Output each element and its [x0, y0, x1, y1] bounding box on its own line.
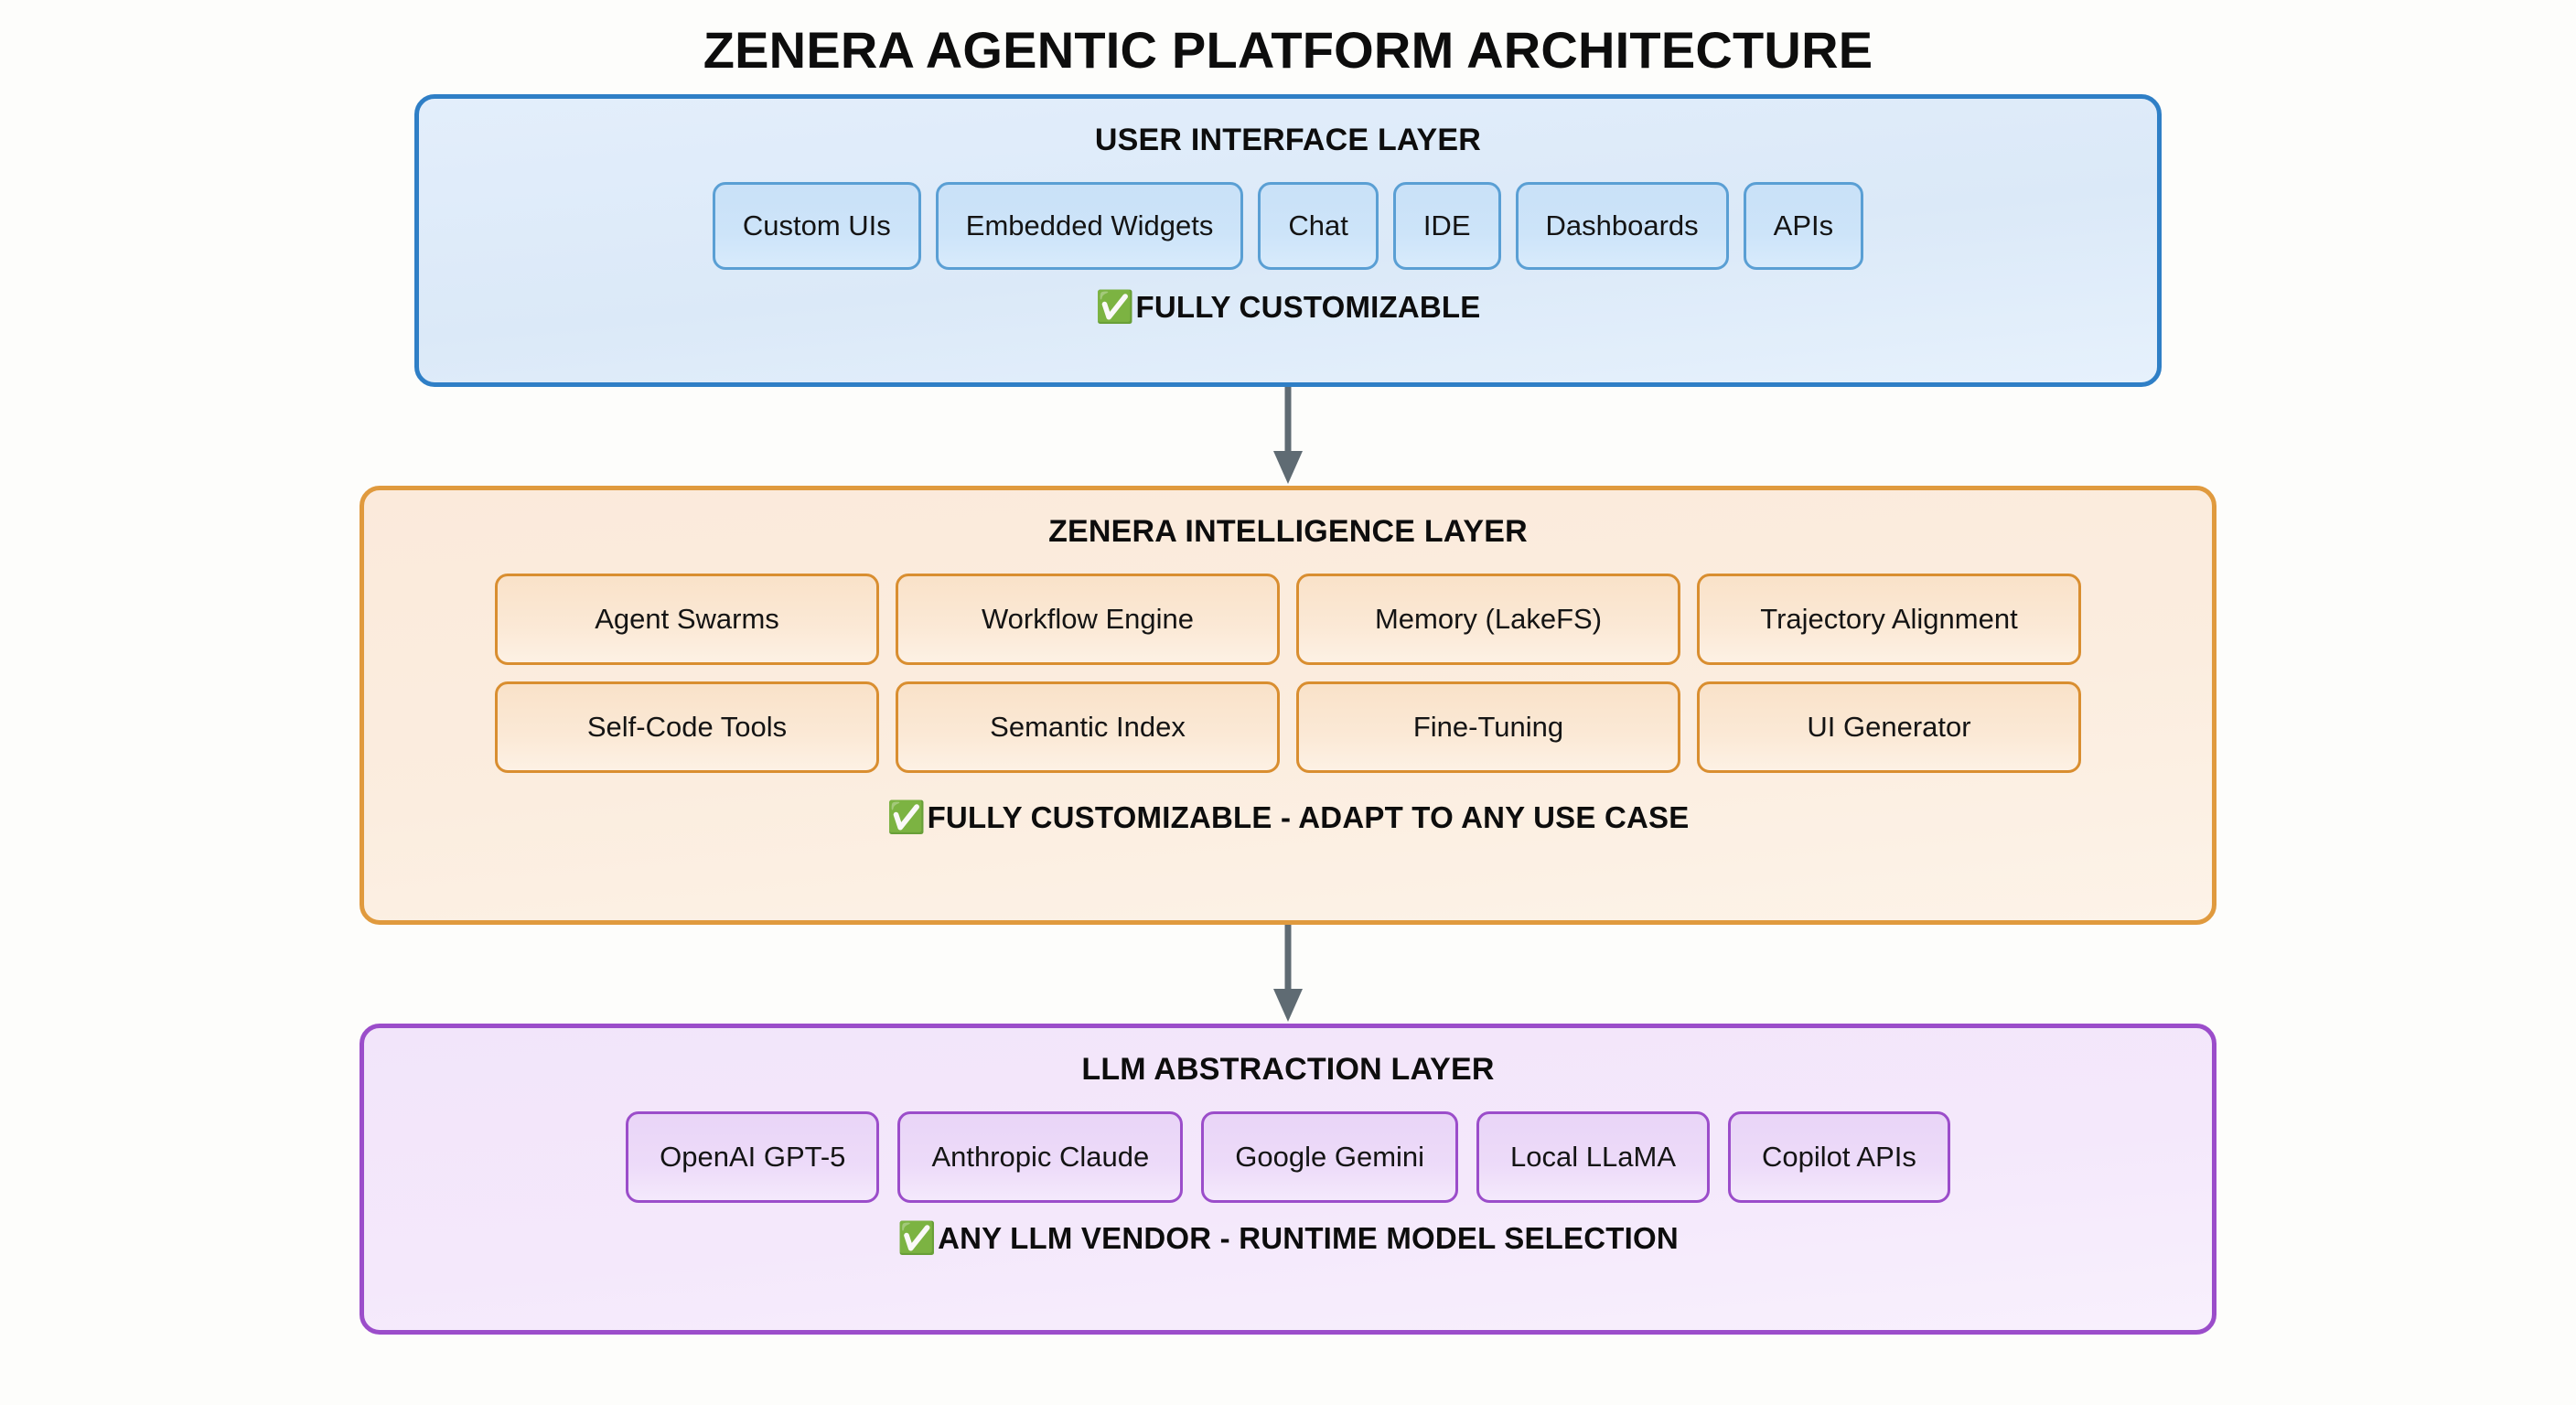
chip-apis[interactable]: APIs — [1743, 181, 1864, 270]
chip-ui-generator[interactable]: UI Generator — [1697, 681, 2081, 773]
chip-row-user-interface: Custom UIs Embedded Widgets Chat IDE Das… — [712, 181, 1864, 270]
chip-copilot-apis[interactable]: Copilot APIs — [1728, 1110, 1950, 1203]
layer-title-zenera-intelligence: ZENERA INTELLIGENCE LAYER — [1048, 513, 1528, 549]
layer-zenera-intelligence: ZENERA INTELLIGENCE LAYER Agent Swarms W… — [360, 485, 2216, 925]
chip-trajectory-alignment[interactable]: Trajectory Alignment — [1697, 573, 2081, 665]
chip-anthropic-claude[interactable]: Anthropic Claude — [897, 1110, 1184, 1203]
check-mark-icon: ✅ — [886, 799, 927, 835]
check-mark-icon: ✅ — [897, 1220, 937, 1256]
chip-fine-tuning[interactable]: Fine-Tuning — [1296, 681, 1680, 773]
chip-custom-uis[interactable]: Custom UIs — [712, 181, 921, 270]
badge-user-interface: ✅ FULLY CUSTOMIZABLE — [1095, 290, 1480, 325]
connector-ui-to-intelligence — [1270, 386, 1306, 486]
chip-agent-swarms[interactable]: Agent Swarms — [495, 573, 879, 665]
chip-local-llama[interactable]: Local LLaMA — [1476, 1110, 1710, 1203]
chip-workflow-engine[interactable]: Workflow Engine — [896, 573, 1280, 665]
chip-embedded-widgets[interactable]: Embedded Widgets — [935, 181, 1244, 270]
chip-memory-lakefs[interactable]: Memory (LakeFS) — [1296, 573, 1680, 665]
check-mark-icon: ✅ — [1095, 289, 1135, 325]
chip-row-llm: OpenAI GPT-5 Anthropic Claude Google Gem… — [626, 1110, 1950, 1203]
badge-label-zenera-intelligence: FULLY CUSTOMIZABLE - ADAPT TO ANY USE CA… — [927, 799, 1690, 834]
chip-openai-gpt-5[interactable]: OpenAI GPT-5 — [626, 1110, 880, 1203]
chip-self-code-tools[interactable]: Self-Code Tools — [495, 681, 879, 773]
layer-title-llm-abstraction: LLM ABSTRACTION LAYER — [1081, 1051, 1495, 1087]
chip-ide[interactable]: IDE — [1392, 181, 1501, 270]
connector-intelligence-to-llm — [1270, 924, 1306, 1024]
badge-label-user-interface: FULLY CUSTOMIZABLE — [1135, 289, 1481, 324]
chip-row-intelligence-1: Agent Swarms Workflow Engine Memory (Lak… — [495, 573, 2081, 665]
page-title: ZENERA AGENTIC PLATFORM ARCHITECTURE — [703, 21, 1873, 79]
chip-row-intelligence-2: Self-Code Tools Semantic Index Fine-Tuni… — [495, 681, 2081, 773]
chip-google-gemini[interactable]: Google Gemini — [1201, 1110, 1459, 1203]
badge-zenera-intelligence: ✅ FULLY CUSTOMIZABLE - ADAPT TO ANY USE … — [887, 800, 1690, 835]
layer-title-user-interface: USER INTERFACE LAYER — [1094, 122, 1482, 157]
chip-dashboards[interactable]: Dashboards — [1515, 181, 1729, 270]
layer-llm-abstraction: LLM ABSTRACTION LAYER OpenAI GPT-5 Anthr… — [360, 1023, 2216, 1335]
chip-semantic-index[interactable]: Semantic Index — [896, 681, 1280, 773]
badge-label-llm-abstraction: ANY LLM VENDOR - RUNTIME MODEL SELECTION — [938, 1220, 1679, 1255]
layer-user-interface: USER INTERFACE LAYER Custom UIs Embedded… — [414, 93, 2162, 387]
badge-llm-abstraction: ✅ ANY LLM VENDOR - RUNTIME MODEL SELECTI… — [897, 1221, 1679, 1256]
chip-chat[interactable]: Chat — [1258, 181, 1379, 270]
